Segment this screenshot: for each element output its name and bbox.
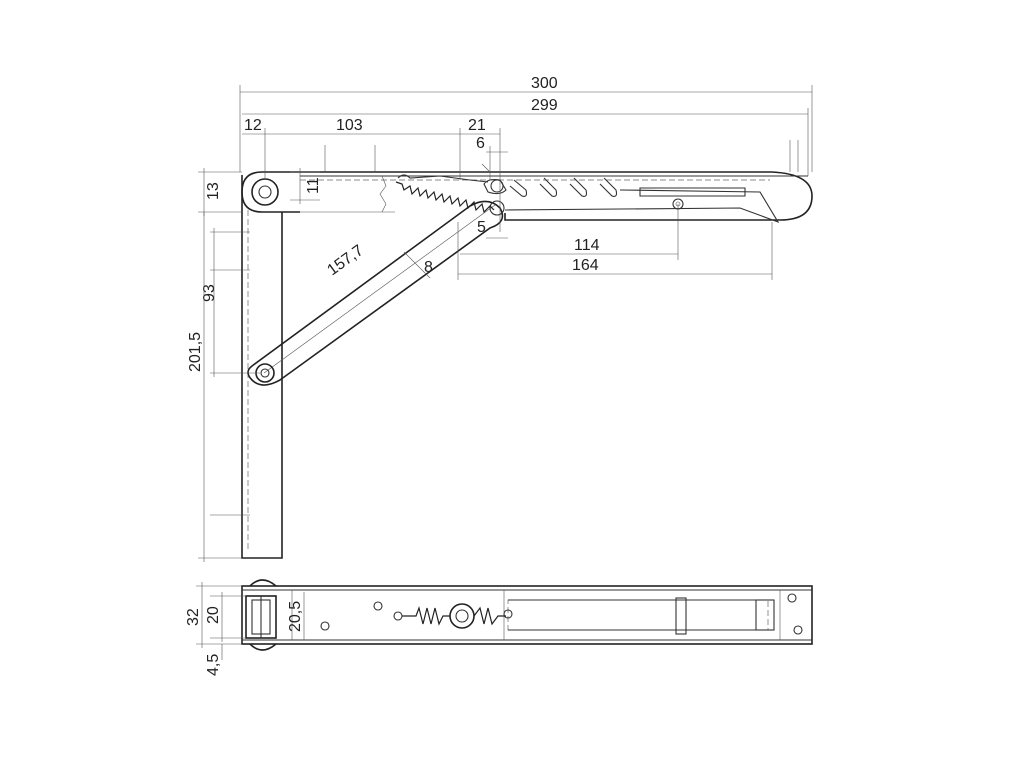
pivot-hole-inner xyxy=(258,185,272,199)
side-view xyxy=(241,140,813,559)
plan-spring-right xyxy=(473,606,506,626)
plan-hole-4 xyxy=(787,593,797,603)
vertical-leg xyxy=(241,175,283,559)
dim-brace-width-8: 8 xyxy=(424,259,433,276)
slot-channel xyxy=(507,599,769,631)
dim-hole-spacing-114: 114 xyxy=(574,237,600,254)
plan-roller-outer xyxy=(449,603,475,629)
plan-body xyxy=(241,585,813,645)
spring-hook xyxy=(397,174,489,183)
dim-slot-length-164: 164 xyxy=(572,257,599,274)
diagonal-brace xyxy=(247,200,504,386)
dim-slot-width-21: 21 xyxy=(468,117,486,134)
dim-edge-height-13: 13 xyxy=(205,182,222,200)
plan-roller-inner xyxy=(455,609,469,623)
dim-brace-length-157-7: 157,7 xyxy=(324,242,366,279)
plan-spring xyxy=(402,605,450,626)
pivot-hole-outer xyxy=(251,178,279,206)
sliding-latch xyxy=(639,187,746,197)
plan-hole-5 xyxy=(793,625,803,635)
top-arm xyxy=(262,171,813,221)
break-mark xyxy=(379,175,387,213)
plan-hole-1 xyxy=(373,601,383,611)
dim-pin-offset-5: 5 xyxy=(477,219,486,236)
dim-slot-gap-6: 6 xyxy=(476,135,485,152)
dim-pivot-offset-12: 12 xyxy=(244,117,262,134)
dim-vertical-total-201-5: 201,5 xyxy=(187,332,204,372)
dim-top-segment-103: 103 xyxy=(336,117,363,134)
brace-lower-pin-inner xyxy=(260,368,270,378)
hinge-knuckle-top xyxy=(249,579,277,587)
guide-slots xyxy=(483,177,618,197)
dim-vertical-inner-93: 93 xyxy=(201,284,218,302)
plan-view-dimensions: 32 20 20,5 4,5 xyxy=(185,582,305,676)
plan-hole-2 xyxy=(320,621,330,631)
dim-plan-spring-20-5: 20,5 xyxy=(287,601,304,632)
dim-plan-thickness-4-5: 4,5 xyxy=(205,654,222,676)
dim-overall-300: 300 xyxy=(531,75,558,92)
dim-plan-width-32: 32 xyxy=(185,608,202,626)
brace-center-line xyxy=(263,204,496,374)
dim-overall-299: 299 xyxy=(531,97,558,114)
side-view-dimensions: 300 299 12 103 21 6 5 13 11 xyxy=(187,75,813,562)
hinge-knuckle-bottom xyxy=(249,643,277,651)
dim-plan-inner-20: 20 xyxy=(205,606,222,624)
brace-upper-pin xyxy=(489,200,505,216)
latch-tip xyxy=(504,189,780,224)
dim-edge-inner-11: 11 xyxy=(305,177,322,194)
plan-hole-3 xyxy=(503,609,513,619)
pivot-hub xyxy=(241,171,300,213)
plan-view xyxy=(241,579,813,651)
side-spring xyxy=(395,181,495,214)
